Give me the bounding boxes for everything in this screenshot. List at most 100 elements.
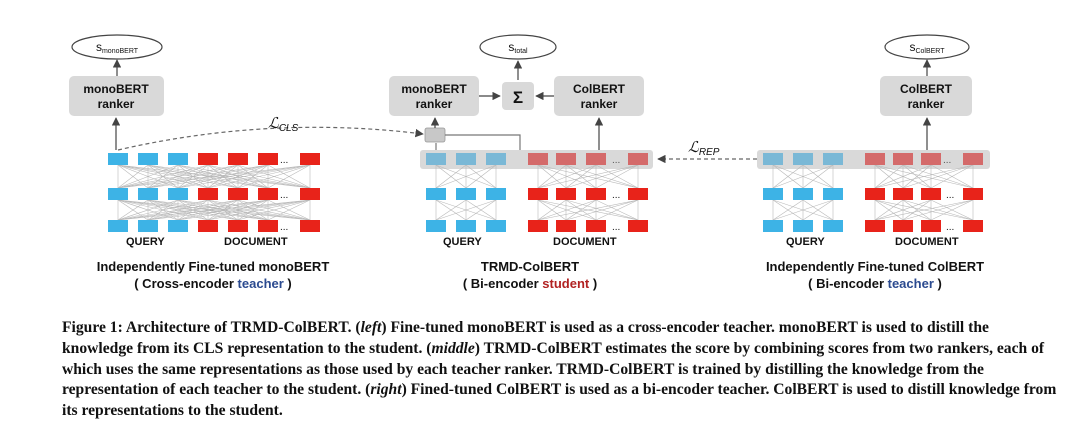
right-score-label: sColBERT — [909, 40, 945, 55]
middle-ellipsis-row-2: ... — [612, 222, 620, 233]
left-token-2-6 — [300, 220, 320, 232]
left-title: Independently Fine-tuned monoBERT — [97, 259, 330, 274]
right-doc-token-0-0 — [865, 153, 885, 165]
middle-doc-token-0-0 — [528, 153, 548, 165]
left-token-1-1 — [138, 188, 158, 200]
left-score-node — [71, 34, 163, 60]
middle-ranker2-label-2: ranker — [581, 97, 618, 111]
left-token-1-5 — [258, 188, 278, 200]
right-subtitle: ( Bi-encoder teacher ) — [808, 276, 942, 291]
left-token-0-5 — [258, 153, 278, 165]
right-doc-token-2-0 — [865, 220, 885, 232]
cls-pool-node — [424, 127, 446, 143]
left-ranker-label-2: ranker — [98, 97, 135, 111]
middle-doc-token-2-2 — [586, 220, 606, 232]
middle-doc-token-1-1 — [556, 188, 576, 200]
middle-doc-token-1-3 — [628, 188, 648, 200]
right-doc-token-0-2 — [921, 153, 941, 165]
middle-query-token-2-2 — [486, 220, 506, 232]
middle-ranker1-label-2: ranker — [416, 97, 453, 111]
middle-query-token-1-0 — [426, 188, 446, 200]
right-query-token-1-2 — [823, 188, 843, 200]
right-doc-token-1-2 — [921, 188, 941, 200]
middle-ranker1-label-1: monoBERT — [401, 82, 467, 96]
right-query-token-2-2 — [823, 220, 843, 232]
middle-ellipsis: ... — [612, 155, 620, 166]
left-token-0-3 — [198, 153, 218, 165]
right-doc-token-2-1 — [893, 220, 913, 232]
right-doc-token-1-0 — [865, 188, 885, 200]
sum-node — [502, 82, 534, 110]
right-title: Independently Fine-tuned ColBERT — [766, 259, 984, 274]
middle-document-label: DOCUMENT — [553, 236, 617, 248]
right-ranker-label-1: ColBERT — [900, 82, 953, 96]
left-ranker-box — [69, 76, 164, 116]
right-ellipsis: ... — [943, 155, 951, 166]
left-token-1-6 — [300, 188, 320, 200]
left-document-label: DOCUMENT — [224, 236, 288, 248]
middle-panel: stotal Σ monoBERT ranker ColBERT ranker … — [389, 34, 653, 291]
sum-symbol: Σ — [513, 88, 523, 107]
middle-query-token-2-0 — [426, 220, 446, 232]
rep-loss-label: ℒREP — [688, 139, 720, 158]
middle-token-network: ...... — [420, 150, 653, 233]
right-ranker-box — [880, 76, 972, 116]
left-ellipsis: ... — [280, 155, 288, 166]
right-query-token-0-2 — [823, 153, 843, 165]
middle-query-token-1-1 — [456, 188, 476, 200]
right-query-token-1-0 — [763, 188, 783, 200]
middle-doc-token-2-0 — [528, 220, 548, 232]
middle-ellipsis-row-1: ... — [612, 190, 620, 201]
middle-query-label: QUERY — [443, 236, 482, 248]
right-token-network: ...... — [757, 150, 990, 233]
middle-query-token-0-0 — [426, 153, 446, 165]
right-panel: sColBERT ColBERT ranker ...... ... QUERY… — [757, 34, 990, 291]
left-token-0-1 — [138, 153, 158, 165]
left-token-2-2 — [168, 220, 188, 232]
middle-doc-token-2-3 — [628, 220, 648, 232]
left-token-2-5 — [258, 220, 278, 232]
left-token-2-4 — [228, 220, 248, 232]
middle-score-label: stotal — [508, 40, 528, 55]
cls-loss-label: ℒCLS — [268, 115, 299, 134]
right-query-label: QUERY — [786, 236, 825, 248]
middle-query-token-0-1 — [456, 153, 476, 165]
right-ellipsis-row-1: ... — [946, 190, 954, 201]
left-panel: smonoBERT monoBERT ranker ...... ... QUE… — [69, 34, 330, 291]
left-ellipsis-row-2: ... — [280, 222, 288, 233]
right-doc-token-1-3 — [963, 188, 983, 200]
middle-query-token-1-2 — [486, 188, 506, 200]
right-score-node — [884, 34, 970, 60]
middle-subtitle: ( Bi-encoder student ) — [463, 276, 597, 291]
left-token-0-0 — [108, 153, 128, 165]
cls-loss-arrow — [117, 126, 424, 151]
left-token-network: ...... — [108, 153, 320, 233]
right-doc-token-0-3 — [963, 153, 983, 165]
left-token-2-0 — [108, 220, 128, 232]
right-query-token-1-1 — [793, 188, 813, 200]
left-subtitle: ( Cross-encoder teacher ) — [134, 276, 292, 291]
right-query-token-2-0 — [763, 220, 783, 232]
middle-ranker2-label-1: ColBERT — [573, 82, 626, 96]
left-token-0-6 — [300, 153, 320, 165]
right-query-token-0-0 — [763, 153, 783, 165]
left-token-1-2 — [168, 188, 188, 200]
architecture-diagram: smonoBERT monoBERT ranker ...... ... QUE… — [69, 34, 990, 291]
left-token-2-1 — [138, 220, 158, 232]
middle-query-token-2-1 — [456, 220, 476, 232]
left-query-label: QUERY — [126, 236, 165, 248]
right-doc-token-2-2 — [921, 220, 941, 232]
middle-score-node — [479, 34, 557, 60]
middle-doc-token-0-1 — [556, 153, 576, 165]
left-score-label: smonoBERT — [96, 40, 139, 55]
middle-doc-token-1-2 — [586, 188, 606, 200]
right-ellipsis-row-2: ... — [946, 222, 954, 233]
middle-monobert-ranker-box — [389, 76, 479, 116]
right-document-label: DOCUMENT — [895, 236, 959, 248]
right-doc-token-0-1 — [893, 153, 913, 165]
left-token-0-2 — [168, 153, 188, 165]
left-token-0-4 — [228, 153, 248, 165]
middle-doc-token-0-2 — [586, 153, 606, 165]
middle-doc-token-2-1 — [556, 220, 576, 232]
middle-title: TRMD-ColBERT — [481, 259, 579, 274]
